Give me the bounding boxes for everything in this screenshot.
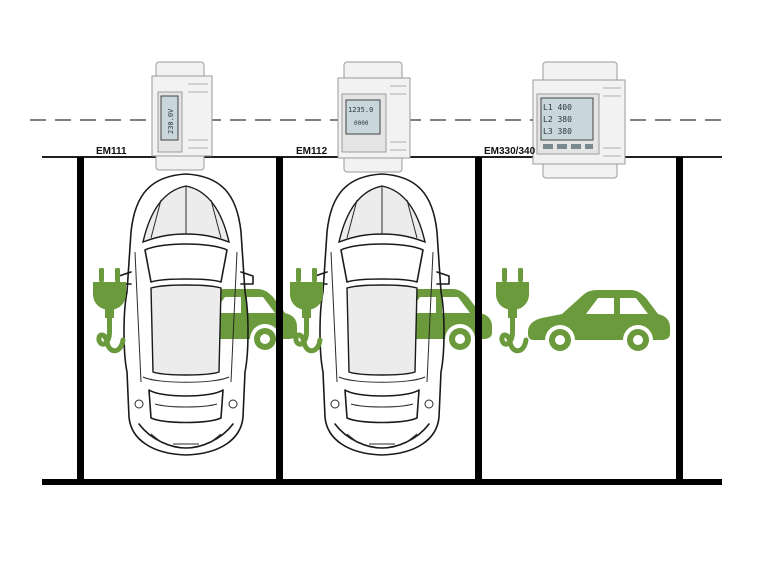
plug-icon <box>93 268 126 351</box>
plug-icon <box>496 268 529 351</box>
bay-post <box>475 157 482 482</box>
meter-display-line: L2 380 <box>543 115 572 124</box>
bay-post <box>676 157 683 482</box>
plug-icon <box>290 268 323 351</box>
meter-em111: 230.0V <box>151 61 213 171</box>
bay-post <box>77 157 84 482</box>
meter-em112: 1235.0 0000 <box>337 61 411 173</box>
bay-post <box>276 157 283 482</box>
car-side-icon <box>528 290 670 355</box>
meter-label: EM330/340 <box>484 146 536 157</box>
bay-posts <box>77 157 683 482</box>
meter-display-line: L3 380 <box>543 127 572 136</box>
meter-label: EM111 <box>96 146 127 157</box>
meter-label: EM112 <box>296 146 328 157</box>
meter-display-line: 1235.0 <box>348 106 373 114</box>
meter-em330-340: L1 400 L2 380 L3 380 <box>532 61 626 179</box>
bay-bottom-line <box>42 479 722 485</box>
meter-display-line: 230.0V <box>167 108 175 134</box>
bay-3 <box>496 268 670 355</box>
meter-display-line: 0000 <box>354 120 369 127</box>
meter-display-line: L1 400 <box>543 103 572 112</box>
